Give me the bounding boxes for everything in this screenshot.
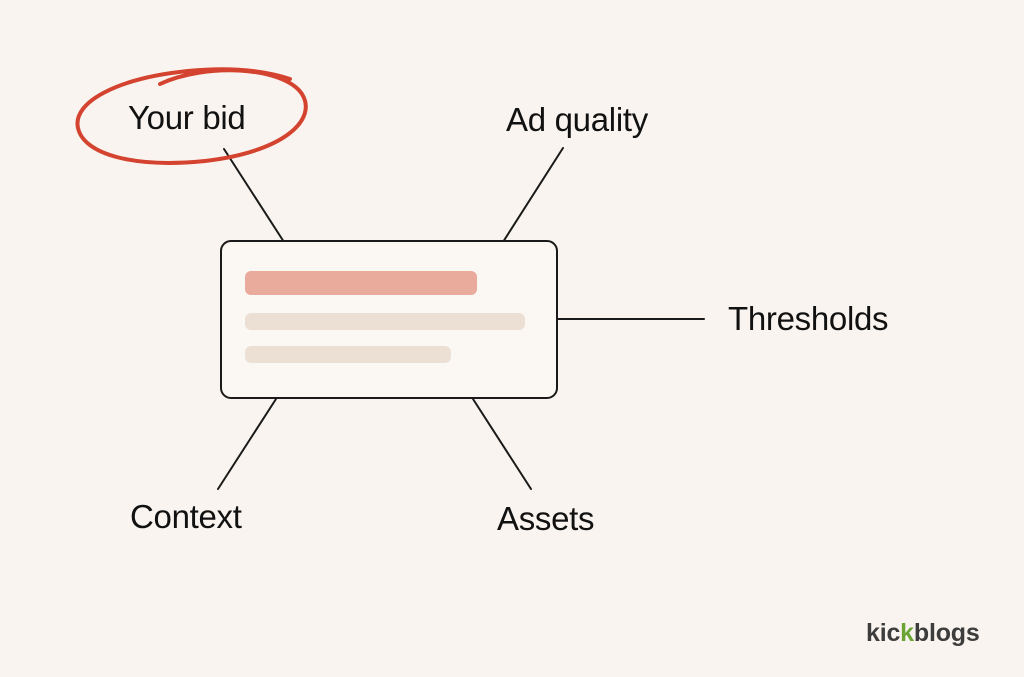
label-context: Context [130,498,242,535]
label-ad-quality: Ad quality [506,101,648,138]
highlight-circle [75,67,308,165]
brand-logo-accent: k [900,619,914,647]
ad-card-text-bar-1 [245,313,525,330]
ad-card-headline-bar [245,271,477,295]
brand-logo-part-a: kic [866,619,901,647]
label-your-bid: Your bid [128,99,246,136]
label-assets: Assets [497,500,595,537]
connector-ad-quality [502,147,564,243]
connector-context [217,398,277,490]
label-thresholds: Thresholds [728,300,889,337]
brand-logo-part-c: blogs [913,619,980,647]
connector-your-bid [223,148,285,243]
connector-assets [472,398,532,490]
ad-card-text-bar-2 [245,346,451,363]
brand-logo: kickblogs [866,621,980,646]
